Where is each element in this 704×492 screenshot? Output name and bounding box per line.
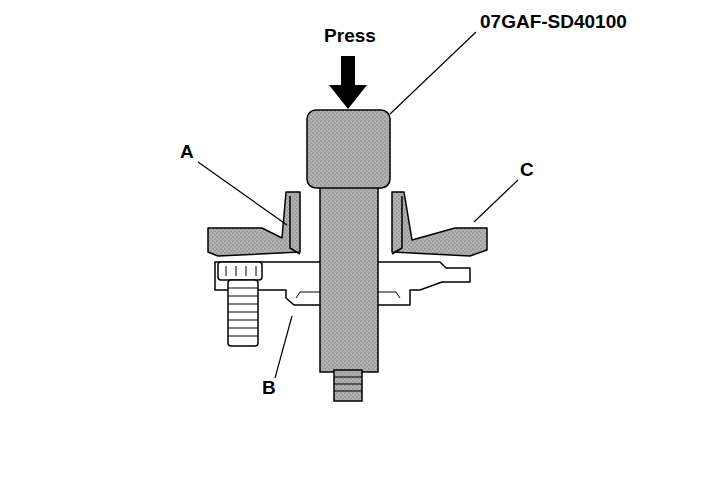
press-arrow-shaft [341, 56, 355, 86]
callout-letter: B [262, 378, 276, 399]
stud-head [218, 262, 262, 280]
stud-serration [226, 266, 256, 276]
press-arrow-head [329, 85, 367, 109]
leader-line [275, 316, 292, 378]
tool-thread [334, 370, 362, 401]
bearing-race [290, 196, 300, 254]
callout-letter: C [520, 160, 534, 181]
leader-line [474, 180, 518, 222]
stud-thread [228, 288, 258, 336]
tool-number: 07GAF-SD40100 [480, 12, 627, 33]
tool-thread-line [334, 377, 362, 391]
bearing-race [392, 196, 402, 254]
stud-shank [228, 280, 258, 346]
action-label: Press [324, 26, 376, 47]
support-plate-right [392, 192, 487, 256]
leader-line [198, 162, 287, 225]
leader-line [390, 32, 476, 114]
tool-head [307, 110, 390, 188]
callout-letter: A [180, 142, 194, 163]
tool-shaft [320, 184, 378, 372]
